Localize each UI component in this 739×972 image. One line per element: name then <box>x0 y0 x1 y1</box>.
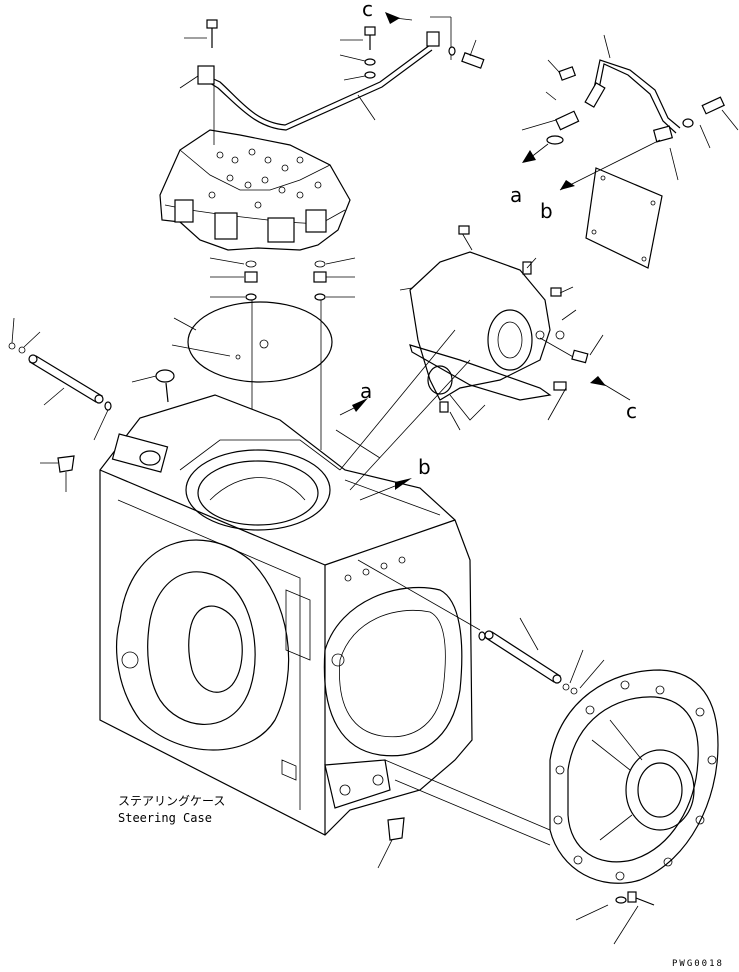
control-valve-bolt-left <box>184 19 218 48</box>
caption-english: Steering Case <box>118 811 212 825</box>
cover-bolts <box>575 891 655 945</box>
control-valve <box>159 85 351 251</box>
valve-surface-holes <box>208 148 322 209</box>
drawing-code: PWG0018 <box>672 959 724 969</box>
ref-label-a-top: a <box>510 183 522 207</box>
oil-pipe <box>179 16 485 131</box>
valve-gasket <box>171 301 333 383</box>
ref-label-c-right: c <box>626 399 637 423</box>
inspection-cover <box>559 139 663 269</box>
speed-sensor-assembly <box>521 34 739 181</box>
drain-plug-bottom <box>377 817 405 869</box>
reference-arrows <box>335 12 631 516</box>
eye-bolt <box>131 369 175 403</box>
final-drive-cover <box>384 669 719 884</box>
bevel-gear-cage <box>339 225 604 491</box>
ref-label-c-top: c <box>362 0 373 21</box>
cross-shaft-right <box>357 559 605 695</box>
ref-label-b-top: b <box>540 199 553 223</box>
ref-label-b: b <box>418 455 431 479</box>
drain-plug-left <box>40 455 75 492</box>
strainer-plugs <box>209 257 356 450</box>
cross-shaft-left <box>8 317 112 441</box>
ref-label-a: a <box>360 379 372 403</box>
pipe-bolts-center <box>339 26 376 81</box>
caption-japanese: ステアリングケース <box>118 794 225 808</box>
steering-case <box>99 394 473 836</box>
